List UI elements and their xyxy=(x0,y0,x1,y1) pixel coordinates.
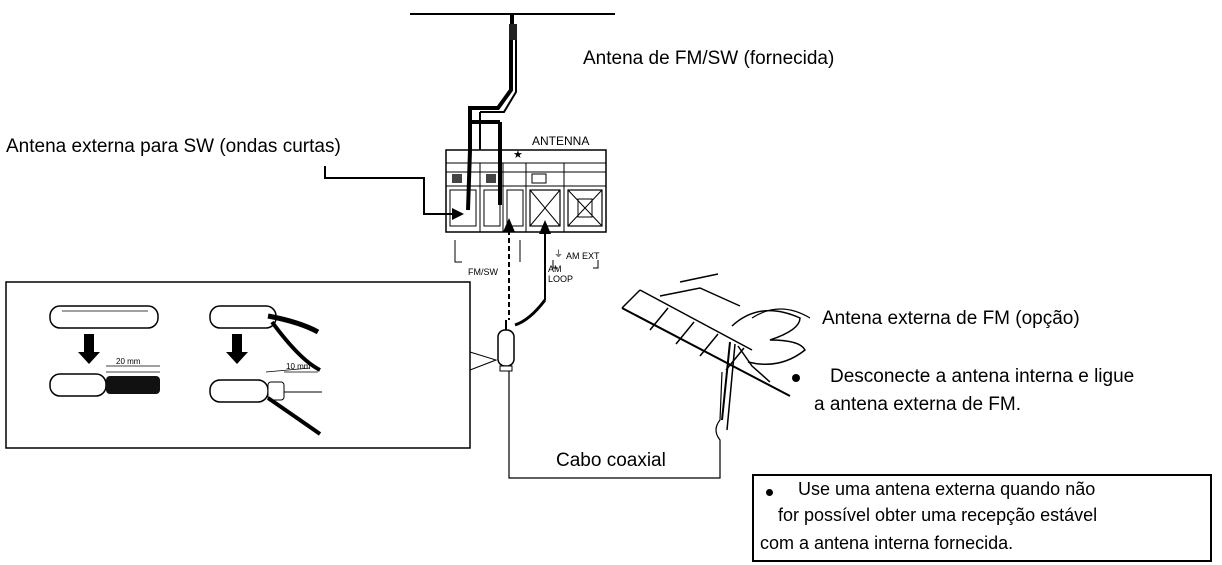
coax-arrows xyxy=(503,218,551,327)
external-antenna-note: Use uma antena externa quando não for po… xyxy=(752,474,1212,562)
dimension-10mm: 10 mm xyxy=(286,362,311,371)
panel-fm-sw-label: FM/SW xyxy=(468,267,498,277)
panel-am-ext-label: AM EXT xyxy=(566,251,600,261)
external-fm-antenna-label: Antena externa de FM (opção) xyxy=(822,308,1080,329)
external-sw-antenna-label: Antena externa para SW (ondas curtas) xyxy=(6,136,341,157)
disconnect-line-2: a antena externa de FM. xyxy=(814,394,1022,415)
coax-cable-label: Cabo coaxial xyxy=(556,450,666,471)
note-line-1: Use uma antena externa quando não xyxy=(798,479,1096,499)
panel-am-loop-label: AM LOOP xyxy=(548,264,574,284)
fm-sw-antenna-lead xyxy=(468,14,514,122)
dimension-20mm: 20 mm xyxy=(116,357,141,366)
note-bullet xyxy=(766,489,773,496)
cable-prep-inset xyxy=(5,281,471,449)
fm-sw-antenna-label: Antena de FM/SW (fornecida) xyxy=(583,48,835,69)
external-sw-leader xyxy=(324,166,452,215)
note-line-3: com a antena interna fornecida. xyxy=(760,533,1014,553)
panel-star: ★ xyxy=(513,149,523,161)
panel-title: ANTENNA xyxy=(532,134,590,148)
antenna-terminal-panel xyxy=(445,149,607,233)
note-line-2: for possível obter uma recepção estável xyxy=(778,505,1098,525)
disconnect-bullet xyxy=(792,374,800,382)
disconnect-line-1: Desconecte a antena interna e ligue xyxy=(830,366,1135,387)
coax-cable xyxy=(497,320,723,479)
panel-ground-symbol: ⏚ xyxy=(554,249,564,259)
external-fm-antenna xyxy=(621,273,811,431)
